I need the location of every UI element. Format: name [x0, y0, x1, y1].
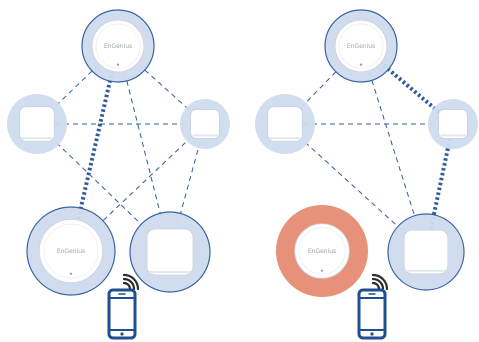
device-rim: [95, 23, 141, 69]
access-point-top: EnGenius: [81, 9, 155, 83]
square-ap-device: [146, 228, 194, 276]
square-ap-device: [19, 106, 55, 142]
smartphone-icon: [357, 288, 387, 340]
square-ap-device: [438, 109, 468, 139]
access-point-left: [7, 94, 67, 154]
smartphone-icon: [107, 288, 137, 340]
square-ap-device: [190, 109, 220, 139]
device-base: [21, 137, 53, 140]
status-led-icon: [116, 63, 120, 66]
brand-label: EnGenius: [104, 43, 132, 50]
access-point-bottom-right: [129, 211, 211, 293]
device-base: [269, 137, 301, 140]
status-led-icon: [359, 63, 363, 66]
brand-label: EnGenius: [347, 43, 375, 50]
device-base: [192, 134, 218, 137]
access-point-right: [428, 99, 478, 149]
device-rim: [43, 223, 99, 279]
access-point-left: [255, 94, 315, 154]
device-base: [440, 134, 466, 137]
device-base: [406, 269, 446, 272]
access-point-bottom-left: EnGenius: [26, 206, 116, 296]
device-rim: [298, 227, 346, 275]
brand-label: EnGenius: [57, 248, 85, 255]
access-point-bottom-right: [387, 213, 465, 291]
round-ap-device: [334, 19, 388, 73]
device-rim: [338, 23, 384, 69]
round-ap-device: [38, 218, 104, 284]
status-led-icon: [320, 269, 324, 272]
access-point-bottom-left: EnGenius: [276, 205, 368, 297]
device-base: [149, 271, 191, 273]
round-ap-device: [294, 223, 350, 279]
wifi-signal-icon: [371, 273, 389, 291]
access-point-right: [180, 99, 230, 149]
status-led-icon: [69, 272, 73, 276]
square-ap-device: [403, 229, 449, 275]
mesh-link: [284, 123, 427, 253]
access-point-top: EnGenius: [324, 9, 398, 83]
brand-label: EnGenius: [308, 248, 336, 255]
square-ap-device: [267, 106, 303, 142]
round-ap-device: [91, 19, 145, 73]
